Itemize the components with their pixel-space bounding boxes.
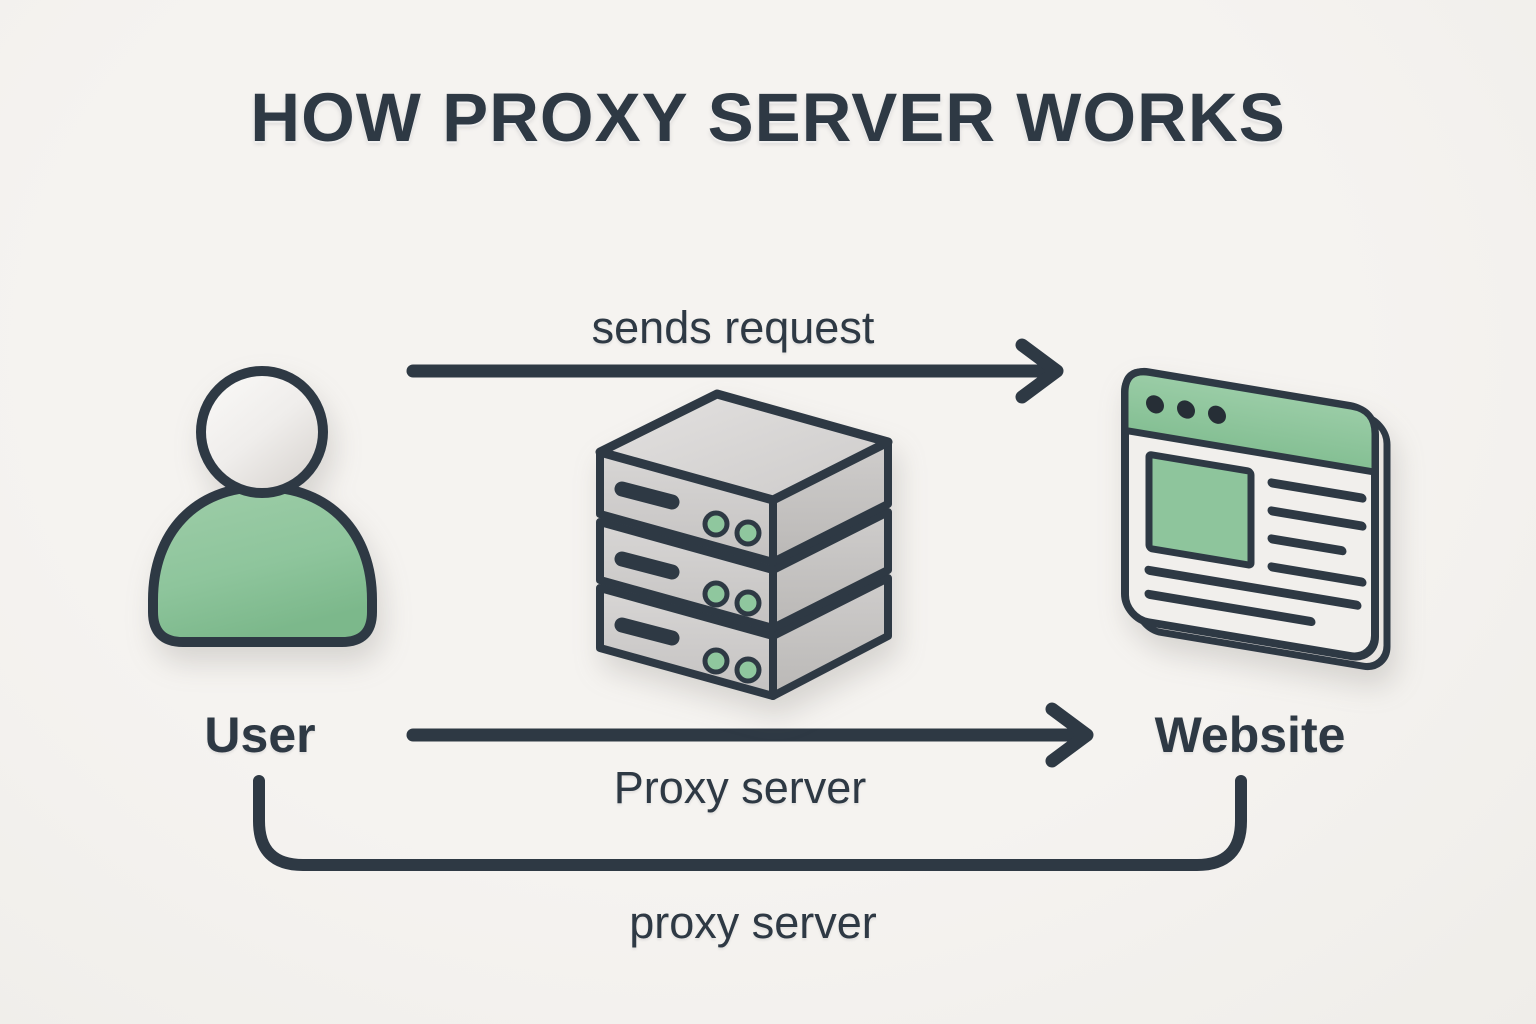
browser-text-line bbox=[1267, 534, 1347, 556]
proxy-path-arrow bbox=[406, 702, 1094, 768]
user-body bbox=[148, 482, 377, 647]
server-led-icon bbox=[734, 519, 762, 547]
user-head bbox=[196, 366, 328, 498]
server-unit bbox=[595, 389, 893, 566]
return-connector-bracket bbox=[253, 775, 1247, 871]
browser-header-bar bbox=[1121, 368, 1379, 476]
server-vent-slot bbox=[614, 481, 680, 510]
server-led-icon bbox=[702, 580, 730, 608]
user-icon bbox=[148, 366, 377, 647]
browser-dot-icon bbox=[1208, 405, 1226, 424]
proxy-server-label: Proxy server bbox=[613, 762, 867, 813]
server-vent-slot bbox=[614, 551, 680, 580]
server-unit bbox=[596, 574, 892, 700]
server-led-icon bbox=[734, 589, 762, 617]
user-label: User bbox=[204, 707, 316, 763]
browser-text-line bbox=[1267, 506, 1367, 531]
arrowhead-right-icon bbox=[1015, 338, 1064, 404]
return-proxy-server-label: proxy server bbox=[629, 897, 877, 948]
server-led-icon bbox=[702, 510, 730, 538]
browser-window bbox=[1121, 367, 1391, 671]
browser-text-line bbox=[1144, 589, 1316, 627]
browser-text-line bbox=[1267, 478, 1367, 503]
browser-window-icon bbox=[1121, 367, 1391, 671]
server-top-face bbox=[595, 389, 893, 505]
browser-text-line bbox=[1144, 565, 1362, 610]
server-unit bbox=[596, 508, 892, 632]
server-vent-slot bbox=[614, 617, 680, 646]
browser-dot-icon bbox=[1146, 395, 1164, 414]
server-led-icon bbox=[702, 647, 730, 675]
browser-image-placeholder bbox=[1145, 451, 1255, 569]
browser-dot-icon bbox=[1177, 400, 1195, 419]
arrowhead-right-icon bbox=[1045, 702, 1094, 768]
browser-text-line bbox=[1267, 562, 1367, 587]
sends-request-label: sends request bbox=[591, 302, 875, 353]
website-label: Website bbox=[1154, 707, 1346, 763]
server-stack-icon bbox=[595, 389, 893, 700]
server-led-icon bbox=[734, 656, 762, 684]
request-arrow bbox=[406, 338, 1064, 404]
diagram-title: HOW PROXY SERVER WORKS bbox=[250, 79, 1286, 156]
